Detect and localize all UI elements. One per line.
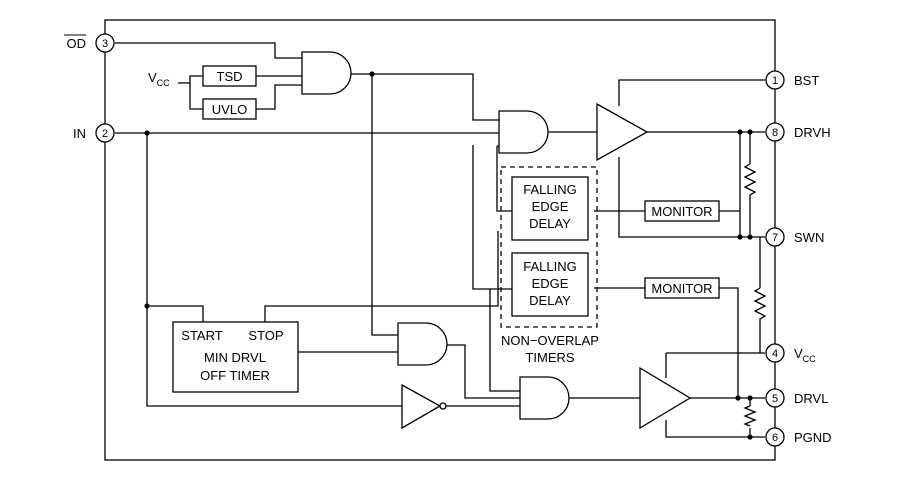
pin-vcc-label: VCC (794, 346, 816, 364)
uvlo-block: UVLO (202, 98, 257, 120)
pin-pgnd: 6 PGND (765, 427, 832, 447)
monitor-block-2: MONITOR (644, 277, 720, 299)
falling-edge-delay-2: FALLING EDGE DELAY (511, 252, 589, 317)
pin-drvh: 8 DRVH (765, 122, 831, 142)
resistor-drvl-pgnd (743, 405, 757, 427)
inverter (401, 383, 442, 430)
pin-drvl: 5 DRVL (765, 388, 828, 408)
resistor-swn-pgnd (753, 287, 767, 322)
timer-stop-label: STOP (248, 328, 283, 343)
pin-drvh-label: DRVH (794, 125, 831, 140)
non-overlap-label-line-1: NON−OVERLAP (501, 333, 599, 348)
pin-drvh-number: 8 (772, 127, 778, 139)
timer-name-line-1: MIN DRVL (204, 350, 266, 365)
pin-in-label: IN (73, 126, 86, 141)
pin-swn-number: 7 (772, 232, 778, 244)
falling-edge-1-line-1: FALLING (523, 182, 576, 197)
monitor-block-1: MONITOR (644, 200, 720, 222)
falling-edge-1-line-2: EDGE (532, 199, 569, 214)
falling-edge-1-line-3: DELAY (529, 216, 571, 231)
pin-vcc: 4 VCC (765, 343, 816, 364)
high-side-driver-buffer (596, 102, 649, 162)
pin-vcc-number: 4 (772, 348, 778, 360)
inverter-bubble (439, 402, 447, 410)
pin-od-number: 3 (102, 38, 108, 50)
vcc-supply-label: VCC (148, 70, 170, 88)
timer-name-line-2: OFF TIMER (200, 368, 270, 383)
falling-edge-delay-1: FALLING EDGE DELAY (511, 176, 589, 241)
pin-pgnd-label: PGND (794, 430, 832, 445)
monitor-1-label: MONITOR (651, 204, 712, 219)
pin-drvl-number: 5 (772, 393, 778, 405)
resistor-drvh-swn (743, 163, 757, 198)
pin-in-number: 2 (102, 128, 108, 140)
pin-od: 3 OD (64, 33, 115, 53)
pin-pgnd-number: 6 (772, 432, 778, 444)
and-gate-timer (397, 322, 448, 366)
pin-od-label: OD (67, 36, 87, 51)
falling-edge-2-line-1: FALLING (523, 259, 576, 274)
tsd-label: TSD (217, 69, 243, 84)
pin-swn: 7 SWN (765, 227, 824, 247)
pin-bst-number: 1 (772, 75, 778, 87)
uvlo-label: UVLO (212, 102, 247, 117)
pin-swn-label: SWN (794, 230, 824, 245)
non-overlap-timers-box (500, 166, 598, 328)
low-side-driver-buffer (639, 366, 692, 430)
non-overlap-label-line-2: TIMERS (525, 350, 574, 365)
junction-dots (144, 71, 753, 440)
min-drvl-off-timer: START STOP MIN DRVL OFF TIMER (172, 321, 299, 393)
and-gate-low-side (519, 376, 570, 420)
falling-edge-2-line-3: DELAY (529, 293, 571, 308)
and-gate-high-side (498, 110, 549, 154)
pin-bst-label: BST (794, 73, 819, 88)
timer-start-label: START (181, 328, 222, 343)
pin-drvl-label: DRVL (794, 391, 828, 406)
monitor-2-label: MONITOR (651, 281, 712, 296)
and-gate-enable (301, 51, 352, 95)
pin-in: 2 IN (73, 123, 115, 143)
pin-bst: 1 BST (765, 70, 819, 90)
falling-edge-2-line-2: EDGE (532, 276, 569, 291)
tsd-block: TSD (202, 65, 257, 87)
wires (115, 42, 765, 438)
